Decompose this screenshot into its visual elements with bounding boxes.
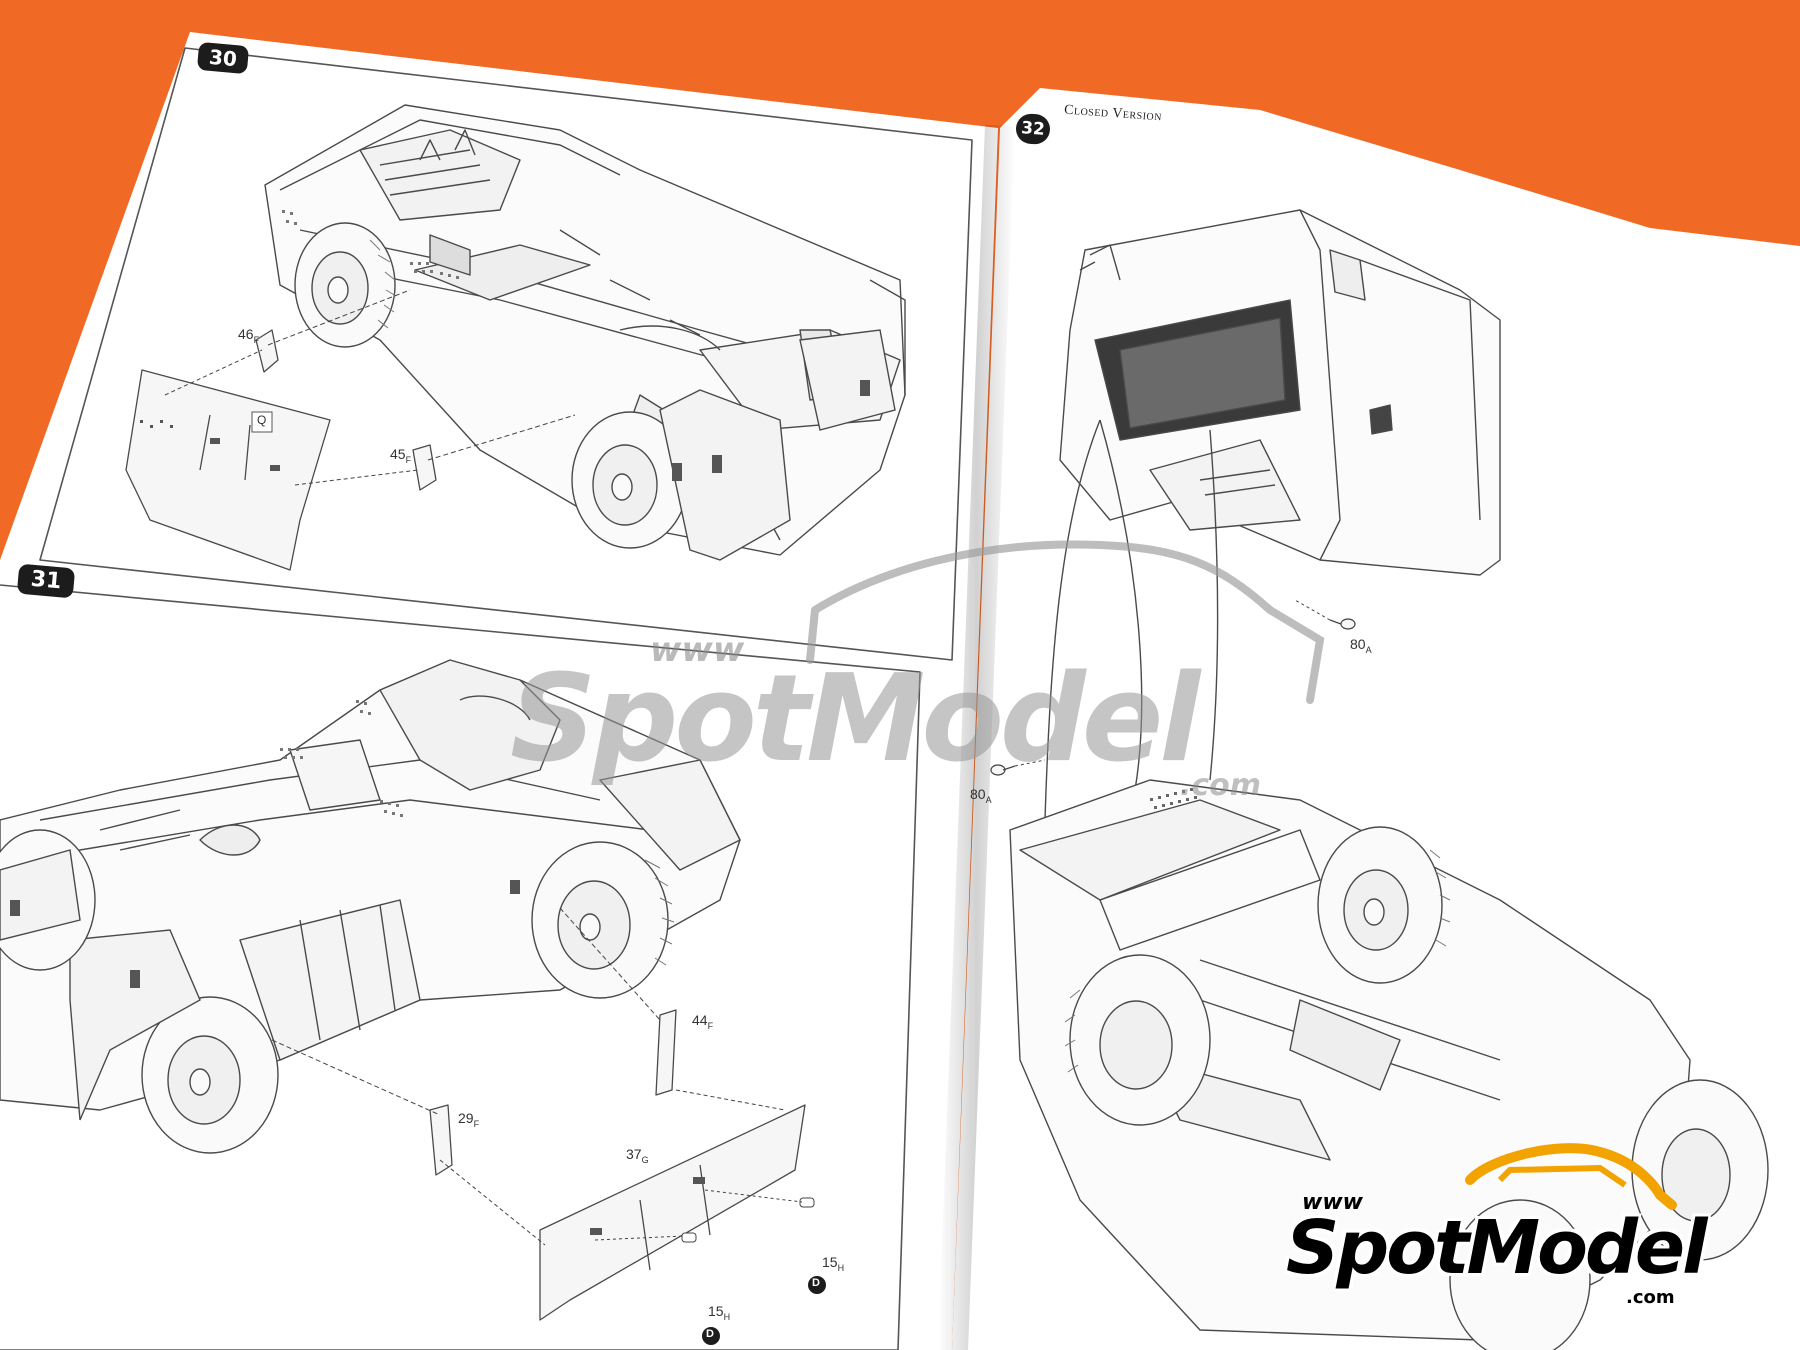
part-label-45f: 45F	[390, 446, 412, 465]
part-box-q-letter: Q	[257, 413, 267, 427]
watermark-logo-suffix: .com	[1626, 1287, 1675, 1308]
part-label-29f: 29F	[458, 1110, 480, 1129]
watermark-center-brand: SpotModel	[510, 650, 1200, 789]
watermark-logo-prefix: www	[1302, 1190, 1363, 1215]
part-circle-d-2-letter: D	[812, 1277, 820, 1289]
part-circle-d-1	[702, 1327, 720, 1345]
watermark-logo-brand: SpotModel	[1286, 1205, 1707, 1291]
watermark-center-suffix: .com	[1180, 768, 1262, 803]
part-label-15h-1: 15H	[708, 1303, 731, 1322]
watermark-center-prefix: www	[650, 630, 745, 670]
part-label-44f: 44F	[692, 1012, 714, 1031]
part-label-80a-right: 80A	[1350, 636, 1372, 655]
part-label-37g: 37G	[626, 1146, 649, 1165]
part-label-15h-2: 15H	[822, 1254, 845, 1273]
part-circle-d-1-letter: D	[706, 1328, 714, 1340]
part-label-80a-left: 80A	[970, 786, 992, 805]
part-box-q	[251, 411, 273, 433]
part-circle-d-2	[808, 1276, 826, 1294]
part-label-46f: 46F	[238, 326, 260, 345]
